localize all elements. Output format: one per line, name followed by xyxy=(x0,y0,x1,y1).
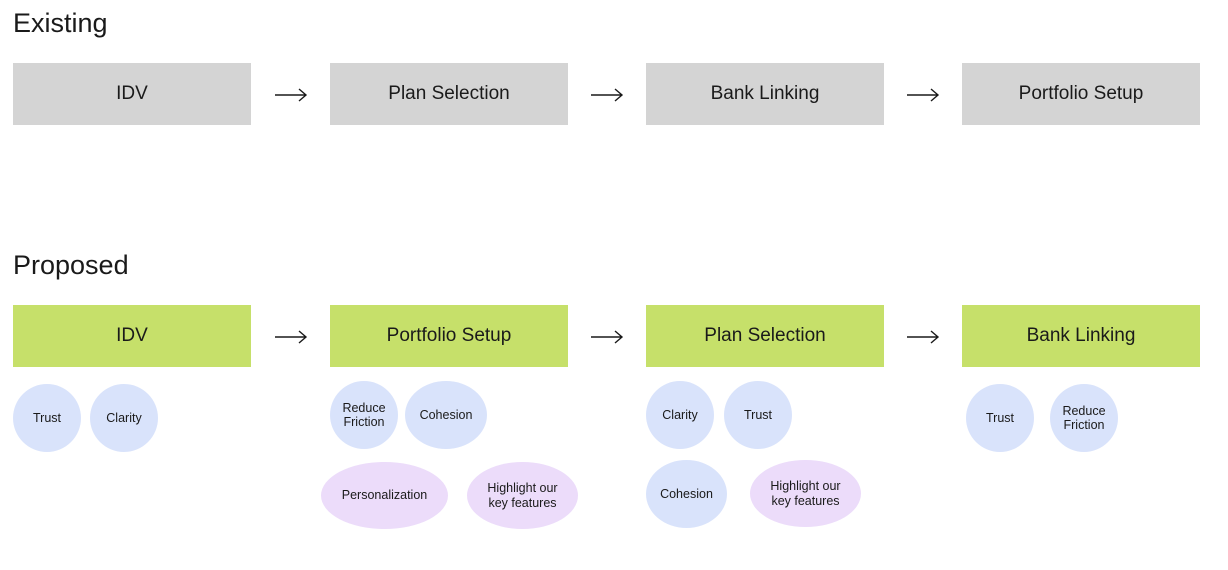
proposed-step-idv: IDV xyxy=(13,305,251,367)
arrow-right-icon xyxy=(275,330,308,344)
tag-cohesion: Cohesion xyxy=(646,460,727,528)
arrow-right-icon xyxy=(907,330,940,344)
existing-step-bank-linking: Bank Linking xyxy=(646,63,884,125)
proposed-step-portfolio-setup: Portfolio Setup xyxy=(330,305,568,367)
tag-trust: Trust xyxy=(13,384,81,452)
proposed-title: Proposed xyxy=(13,250,129,280)
proposed-step-plan-selection: Plan Selection xyxy=(646,305,884,367)
proposed-step-bank-linking: Bank Linking xyxy=(962,305,1200,367)
tag-clarity: Clarity xyxy=(646,381,714,449)
existing-title: Existing xyxy=(13,8,108,38)
existing-step-plan-selection: Plan Selection xyxy=(330,63,568,125)
tag-highlight-key-features: Highlight our key features xyxy=(750,460,861,527)
tag-reduce-friction: Reduce Friction xyxy=(1050,384,1118,452)
existing-step-idv: IDV xyxy=(13,63,251,125)
tag-clarity: Clarity xyxy=(90,384,158,452)
tag-trust: Trust xyxy=(724,381,792,449)
arrow-right-icon xyxy=(907,88,940,102)
arrow-right-icon xyxy=(591,88,624,102)
tag-reduce-friction: Reduce Friction xyxy=(330,381,398,449)
arrow-right-icon xyxy=(275,88,308,102)
tag-cohesion: Cohesion xyxy=(405,381,487,449)
existing-step-portfolio-setup: Portfolio Setup xyxy=(962,63,1200,125)
tag-highlight-key-features: Highlight our key features xyxy=(467,462,578,529)
tag-trust: Trust xyxy=(966,384,1034,452)
arrow-right-icon xyxy=(591,330,624,344)
tag-personalization: Personalization xyxy=(321,462,448,529)
